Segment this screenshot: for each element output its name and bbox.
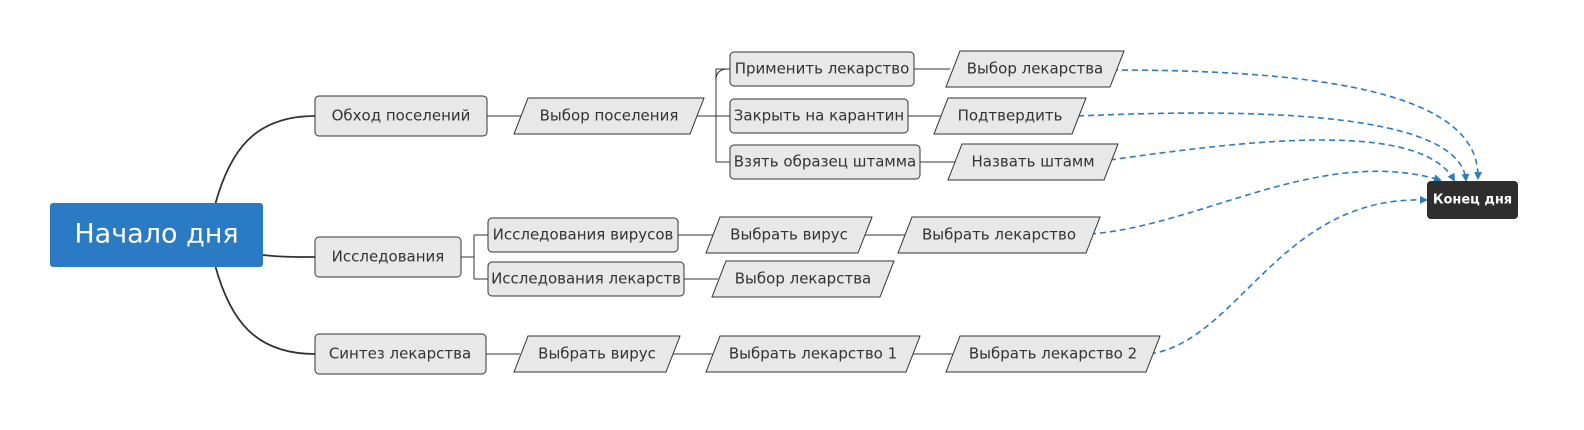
dashed-link-confirm	[1077, 112, 1470, 182]
dashed-link-synthesis	[1149, 195, 1428, 355]
node-apply-drug-choice[interactable]: Выбор лекарства	[945, 50, 1125, 88]
node-label: Выбор лекарства	[967, 60, 1103, 78]
root-label: Начало дня	[74, 219, 238, 250]
node-quarantine[interactable]: Закрыть на карантин	[729, 98, 909, 134]
node-research-pick-drug[interactable]: Выбрать лекарство	[897, 216, 1101, 254]
dashed-link-research	[1089, 170, 1442, 235]
end-node[interactable]: Конец дня	[1427, 181, 1518, 219]
root-node[interactable]: Начало дня	[50, 203, 263, 267]
node-apply-drug[interactable]: Применить лекарство	[729, 51, 915, 87]
node-drug-research-choice[interactable]: Выбор лекарства	[711, 260, 895, 298]
node-label: Исследования	[332, 248, 445, 266]
node-synthesis-drug-2[interactable]: Выбрать лекарство 2	[945, 335, 1161, 373]
node-label: Выбрать вирус	[730, 226, 848, 244]
branch-curve-synthesis	[214, 264, 316, 355]
branch-curve-visit	[214, 115, 316, 206]
node-label: Выбрать вирус	[538, 345, 656, 363]
node-label: Выбрать лекарство 2	[969, 345, 1137, 363]
node-select-settlement[interactable]: Выбор поселения	[513, 97, 705, 135]
node-take-sample[interactable]: Взять образец штамма	[729, 144, 921, 180]
node-label: Выбор лекарства	[735, 270, 871, 288]
node-label: Исследования вирусов	[493, 226, 674, 244]
dashed-link-apply	[1111, 69, 1483, 180]
node-research-pick-virus[interactable]: Выбрать вирус	[705, 216, 873, 254]
node-visit-settlements[interactable]: Обход поселений	[314, 95, 488, 137]
node-synthesis-pick-virus[interactable]: Выбрать вирус	[513, 335, 681, 373]
node-label: Исследования лекарств	[491, 270, 681, 288]
node-virus-research[interactable]: Исследования вирусов	[487, 217, 679, 253]
node-synthesis-drug-1[interactable]: Выбрать лекарство 1	[705, 335, 921, 373]
node-label: Выбор поселения	[540, 107, 679, 125]
node-label: Обход поселений	[332, 107, 471, 125]
branch-curve-research	[262, 254, 316, 258]
node-label: Применить лекарство	[735, 60, 910, 78]
node-drug-research[interactable]: Исследования лекарств	[487, 261, 685, 297]
node-label: Назвать штамм	[971, 153, 1094, 171]
node-label: Выбрать лекарство	[922, 226, 1076, 244]
node-label: Выбрать лекарство 1	[729, 345, 897, 363]
end-label: Конец дня	[1433, 193, 1512, 208]
connectors	[461, 68, 956, 355]
node-research[interactable]: Исследования	[314, 236, 462, 278]
node-label: Закрыть на карантин	[734, 107, 904, 125]
node-name-strain[interactable]: Назвать штамм	[947, 143, 1119, 181]
dashed-link-name-strain	[1109, 139, 1455, 182]
node-label: Взять образец штамма	[734, 153, 916, 171]
node-label: Подтвердить	[958, 107, 1063, 125]
node-label: Синтез лекарства	[329, 345, 471, 363]
node-synthesis[interactable]: Синтез лекарства	[314, 333, 487, 375]
node-confirm[interactable]: Подтвердить	[933, 97, 1087, 135]
